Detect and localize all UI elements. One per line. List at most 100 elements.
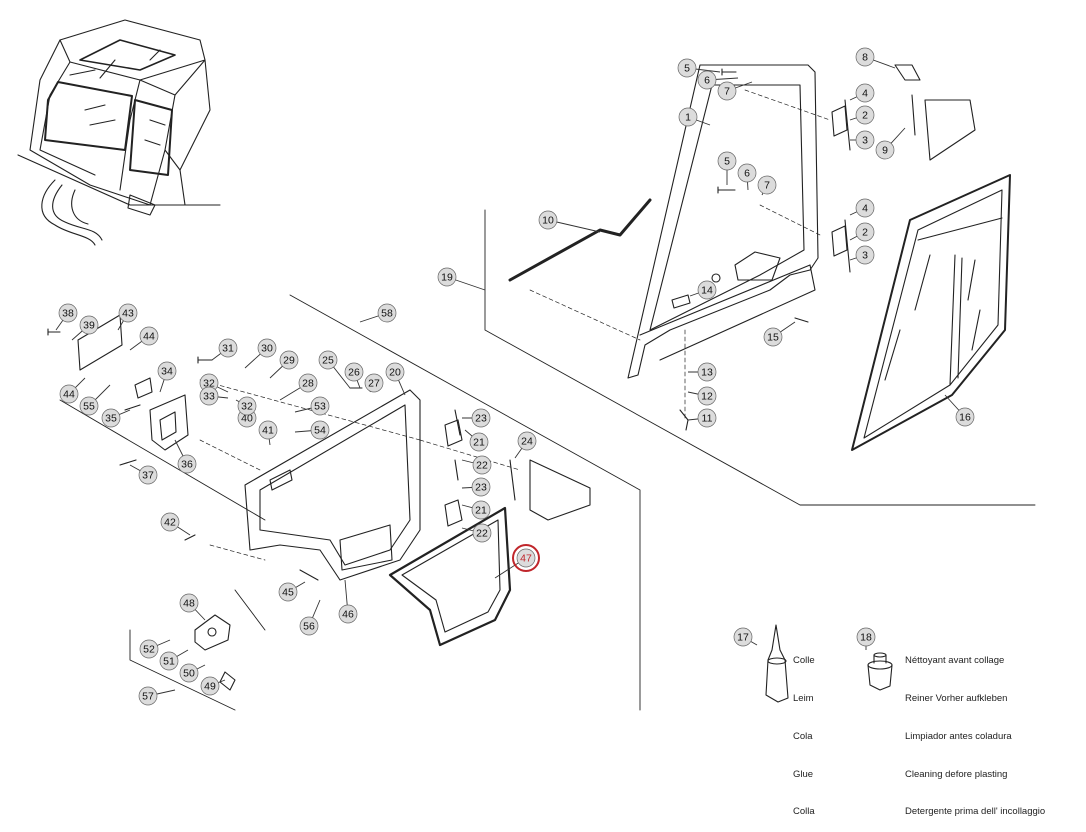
callout-circle — [279, 350, 299, 370]
callout-number: 36 — [181, 459, 193, 471]
part-callout-8: 8 — [855, 47, 875, 67]
part-callout-42: 42 — [160, 512, 180, 532]
callout-circle — [678, 107, 698, 127]
callout-number: 32 — [241, 401, 253, 413]
rail-10 — [508, 198, 652, 282]
callout-circle — [138, 465, 158, 485]
fasteners — [47, 68, 809, 581]
door-frame — [627, 64, 819, 379]
callout-number: 12 — [701, 391, 713, 403]
part-callout-6: 6 — [697, 70, 717, 90]
part-callout-3: 3 — [855, 130, 875, 150]
callout-number: 46 — [342, 609, 354, 621]
callout-circle — [757, 175, 777, 195]
callout-circle — [517, 431, 537, 451]
callout-number: 17 — [737, 632, 749, 644]
part-callout-35: 35 — [101, 408, 121, 428]
part-callout-18: 18 — [856, 627, 876, 647]
part-callout-16: 16 — [955, 407, 975, 427]
callout-circle — [471, 477, 491, 497]
callout-number: 37 — [142, 470, 154, 482]
callout-circle — [875, 140, 895, 160]
callout-circle — [318, 350, 338, 370]
part-callout-15: 15 — [763, 327, 783, 347]
callout-number: 43 — [122, 308, 134, 320]
cleaner-legend-line: Detergente prima dell' incollaggio — [905, 806, 1046, 818]
callout-number: 57 — [142, 691, 154, 703]
callout-number: 10 — [542, 215, 554, 227]
callout-number: 55 — [83, 401, 95, 413]
callout-circle — [218, 338, 238, 358]
callout-circle — [855, 130, 875, 150]
part-callout-19: 19 — [437, 267, 457, 287]
callout-circle — [717, 81, 737, 101]
callout-circle — [118, 303, 138, 323]
part-callout-31: 31 — [218, 338, 238, 358]
callout-circle — [299, 616, 319, 636]
cleaner-legend-line: Limpiador antes coladura — [905, 730, 1012, 742]
part-callout-23: 23 — [471, 477, 491, 497]
callout-number: 51 — [163, 656, 175, 668]
cleaner-legend-line: Néttoyant avant collage — [905, 655, 1005, 667]
part-callout-36: 36 — [177, 454, 197, 474]
part-callout-30: 30 — [257, 338, 277, 358]
callout-circle — [717, 151, 737, 171]
part-callout-21: 21 — [471, 500, 491, 520]
part-callout-55: 55 — [79, 396, 99, 416]
part-callout-2: 2 — [855, 105, 875, 125]
callout-number: 25 — [322, 355, 334, 367]
callout-number: 45 — [282, 587, 294, 599]
callout-number: 30 — [261, 343, 273, 355]
callout-circle — [159, 651, 179, 671]
callout-number: 13 — [701, 367, 713, 379]
seal-strip — [894, 64, 976, 161]
bracket-24 — [509, 459, 591, 521]
callout-circle — [138, 686, 158, 706]
callout-circle — [697, 362, 717, 382]
callout-circle — [179, 663, 199, 683]
callout-number: 47 — [520, 553, 532, 565]
part-callout-7: 7 — [717, 81, 737, 101]
glue-legend-line: Colla — [793, 806, 815, 818]
part-callout-52: 52 — [139, 639, 159, 659]
callout-circle — [338, 604, 358, 624]
callout-circle — [310, 396, 330, 416]
part-callout-7: 7 — [757, 175, 777, 195]
glue-tube-icon — [765, 624, 789, 703]
callout-circle — [199, 386, 219, 406]
door-glass — [851, 174, 1011, 451]
cleaner-legend: Néttoyant avant collage Reiner Vorher au… — [905, 630, 1045, 832]
callout-circle — [677, 58, 697, 78]
part-callout-5: 5 — [677, 58, 697, 78]
lower-side-panel — [244, 389, 421, 581]
part-callout-1: 1 — [678, 107, 698, 127]
exploded-parts-diagram: 1234567891011121314151617181920212223242… — [17, 19, 1036, 711]
part-callout-32: 32 — [237, 396, 257, 416]
callout-circle — [179, 593, 199, 613]
part-callout-26: 26 — [344, 362, 364, 382]
part-callout-23: 23 — [471, 408, 491, 428]
hinges — [831, 99, 851, 273]
callout-circle — [139, 639, 159, 659]
part-callout-4: 4 — [855, 198, 875, 218]
part-callout-48: 48 — [179, 593, 199, 613]
part-callout-10: 10 — [538, 210, 558, 230]
callout-circle — [737, 163, 757, 183]
part-callout-12: 12 — [697, 386, 717, 406]
callout-number: 23 — [475, 413, 487, 425]
callout-circle — [471, 408, 491, 428]
callout-circle — [733, 627, 753, 647]
callout-circle — [237, 396, 257, 416]
callout-number: 21 — [475, 505, 487, 517]
callout-circle — [855, 198, 875, 218]
callout-circle — [538, 210, 558, 230]
part-callout-22: 22 — [472, 523, 492, 543]
part-callout-54: 54 — [310, 420, 330, 440]
part-callout-45: 45 — [278, 582, 298, 602]
callout-number: 58 — [381, 308, 393, 320]
part-callout-58: 58 — [377, 303, 397, 323]
assembly-lines — [59, 209, 1036, 711]
callout-number: 4 — [862, 203, 868, 215]
callout-circle — [298, 373, 318, 393]
callout-number: 2 — [862, 227, 868, 239]
